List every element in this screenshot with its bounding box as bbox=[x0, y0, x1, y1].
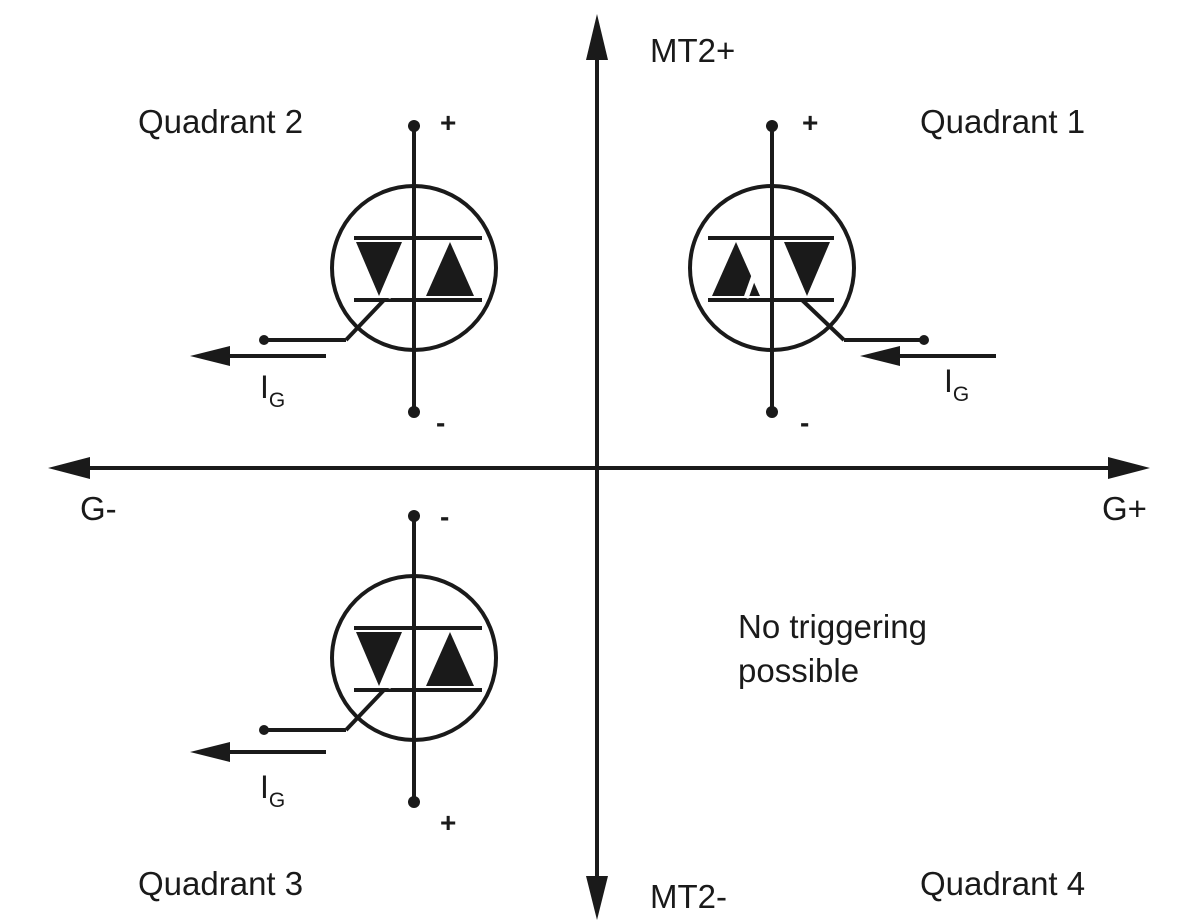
quadrant-2-label: Quadrant 2 bbox=[138, 103, 303, 140]
triac-symbol-icon bbox=[259, 510, 496, 808]
q2-bottom-sign: - bbox=[436, 407, 445, 438]
gate-current-arrow-icon bbox=[860, 346, 900, 366]
quadrant-3-triac: - + IG bbox=[190, 501, 496, 838]
horizontal-axis bbox=[48, 457, 1150, 479]
arrow-right-icon bbox=[1108, 457, 1150, 479]
q3-top-sign: - bbox=[440, 501, 449, 532]
quadrant-1-triac: + - IG bbox=[690, 107, 996, 438]
q3-gate-current: IG bbox=[260, 769, 285, 812]
q1-bottom-sign: - bbox=[800, 407, 809, 438]
q3-bottom-sign: + bbox=[440, 807, 456, 838]
q1-top-sign: + bbox=[802, 107, 818, 138]
gate-current-arrow-icon bbox=[190, 346, 230, 366]
quadrant-1-label: Quadrant 1 bbox=[920, 103, 1085, 140]
no-triggering-note-line1: No triggering bbox=[738, 608, 927, 645]
axis-label-mt2-minus: MT2- bbox=[650, 878, 727, 915]
no-triggering-note-line2: possible bbox=[738, 652, 859, 689]
gate-current-arrow-icon bbox=[190, 742, 230, 762]
arrow-down-icon bbox=[586, 876, 608, 920]
quadrant-4-label: Quadrant 4 bbox=[920, 865, 1085, 902]
arrow-up-icon bbox=[586, 14, 608, 60]
q1-gate-current: IG bbox=[944, 363, 969, 406]
axis-label-g-plus: G+ bbox=[1102, 490, 1147, 527]
q2-gate-current: IG bbox=[260, 369, 285, 412]
triac-symbol-icon bbox=[259, 120, 496, 418]
quadrant-2-triac: + - IG bbox=[190, 107, 496, 438]
axis-label-g-minus: G- bbox=[80, 490, 117, 527]
quadrant-3-label: Quadrant 3 bbox=[138, 865, 303, 902]
triac-symbol-icon bbox=[690, 120, 929, 418]
axis-label-mt2-plus: MT2+ bbox=[650, 32, 735, 69]
q2-top-sign: + bbox=[440, 107, 456, 138]
arrow-left-icon bbox=[48, 457, 90, 479]
